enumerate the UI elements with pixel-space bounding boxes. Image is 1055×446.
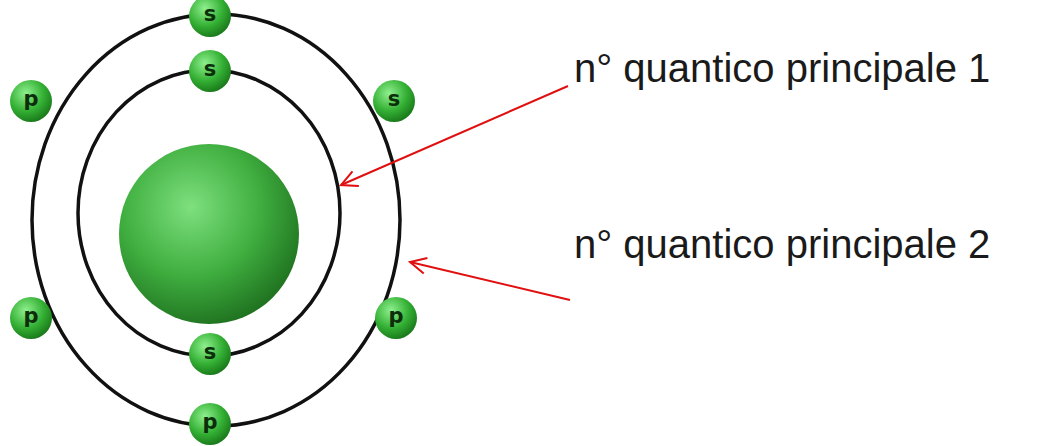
orbital-letter: p — [189, 403, 231, 445]
electron: p — [375, 297, 417, 339]
shell-label: n° quantico principale 1 — [574, 48, 990, 88]
electron-circle — [189, 403, 231, 445]
electron: p — [10, 80, 52, 122]
electron-circle — [189, 333, 231, 375]
electron-circle — [373, 80, 415, 122]
shell-label: n° quantico principale 2 — [574, 224, 990, 264]
electron-circle — [10, 297, 52, 339]
orbital-letter: p — [375, 297, 417, 339]
orbital-letter: s — [189, 333, 231, 375]
orbital-letter: s — [189, 0, 231, 37]
inner-orbit — [78, 70, 340, 356]
electron-circle — [189, 50, 231, 92]
outer-orbit — [32, 14, 400, 426]
orbital-letter: s — [373, 80, 415, 122]
electron: s — [189, 333, 231, 375]
electron-circle — [189, 0, 231, 37]
electron-circle — [10, 80, 52, 122]
leader-arrow — [410, 262, 570, 300]
electron: s — [189, 0, 231, 37]
electron-circle — [375, 297, 417, 339]
electron: s — [373, 80, 415, 122]
electron: p — [10, 297, 52, 339]
electron: s — [189, 50, 231, 92]
nucleus — [119, 144, 299, 324]
orbital-letter: p — [10, 80, 52, 122]
electron: p — [189, 403, 231, 445]
orbital-letter: s — [189, 50, 231, 92]
orbital-letter: p — [10, 297, 52, 339]
